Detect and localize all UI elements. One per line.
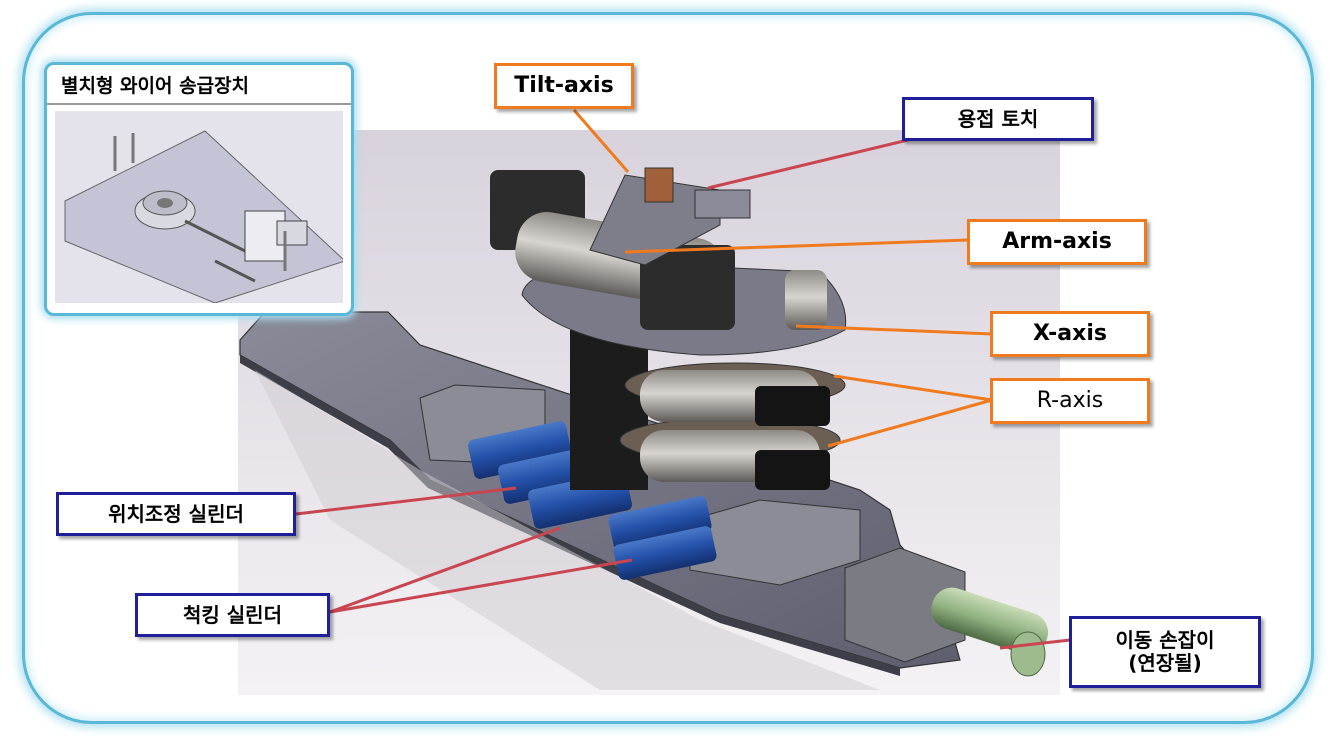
wire-feeder-drawing bbox=[55, 111, 343, 303]
leader-r2 bbox=[827, 398, 993, 448]
label-r-axis: R-axis bbox=[990, 378, 1150, 424]
label-chucking-cylinder: 척킹 실린더 bbox=[135, 593, 330, 637]
label-position-cylinder: 위치조정 실린더 bbox=[56, 492, 296, 536]
leader-arm bbox=[624, 238, 969, 254]
leader-r1 bbox=[833, 374, 993, 402]
leader-chuck1 bbox=[329, 526, 561, 614]
plate-reflection bbox=[255, 370, 880, 690]
label-arm-axis: Arm-axis bbox=[967, 219, 1147, 265]
r-motor-upper-cap bbox=[755, 386, 830, 426]
leader-tilt bbox=[572, 109, 630, 173]
chucking-cylinders bbox=[608, 496, 717, 580]
leader-position bbox=[295, 486, 517, 516]
leader-torch bbox=[707, 138, 909, 190]
right-block bbox=[689, 499, 861, 586]
leader-chuck2 bbox=[329, 558, 633, 614]
label-handle-line2: (연장될) bbox=[1128, 651, 1202, 675]
inset-panel: 별치형 와이어 송급장치 bbox=[44, 62, 354, 316]
label-tilt-axis: Tilt-axis bbox=[494, 63, 634, 109]
central-column bbox=[570, 330, 648, 490]
label-handle-line1: 이동 손잡이 bbox=[1115, 628, 1215, 652]
leader-handle bbox=[999, 638, 1071, 650]
leader-x bbox=[795, 324, 993, 336]
label-x-axis: X-axis bbox=[990, 311, 1150, 357]
label-handle: 이동 손잡이 (연장될) bbox=[1069, 616, 1261, 688]
handle-housing bbox=[844, 547, 966, 663]
torch-body bbox=[644, 167, 674, 203]
torch-nozzle bbox=[694, 189, 751, 219]
handle-end bbox=[1010, 631, 1046, 677]
r-motor-lower-cap bbox=[755, 450, 830, 490]
label-welding-torch: 용접 토치 bbox=[902, 97, 1094, 141]
x-axis-motor bbox=[785, 270, 827, 330]
inset-title: 별치형 와이어 송급장치 bbox=[47, 65, 351, 105]
arm-block-right bbox=[640, 245, 735, 330]
